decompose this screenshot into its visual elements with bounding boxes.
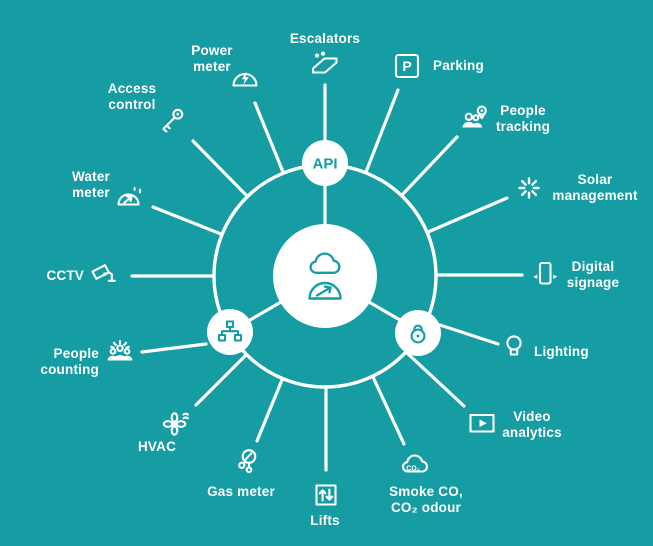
- spoke-water-meter: [151, 205, 223, 236]
- lifts-icon: [315, 484, 337, 506]
- solar-management-icon: [518, 177, 540, 199]
- api-circle: [302, 140, 348, 186]
- smoke-co-odour-icon: [403, 456, 427, 473]
- lock-hub-circle: [395, 310, 441, 356]
- digital-signage-icon: [532, 261, 559, 285]
- cctv-icon: [91, 264, 116, 282]
- access-control-icon: [162, 108, 184, 133]
- spoke-lighting: [438, 323, 500, 346]
- spoke-lines: [130, 83, 524, 472]
- water-meter-icon: [117, 185, 143, 206]
- parking-icon: [394, 53, 420, 79]
- lighting-icon: [506, 335, 522, 356]
- spoke-video-analytics: [405, 351, 466, 408]
- spoke-access-control: [191, 139, 249, 198]
- hub-link-2: [367, 300, 402, 322]
- spoke-people-counting: [140, 342, 208, 354]
- people-counting-icon: [106, 339, 134, 362]
- api-label: API: [312, 156, 337, 173]
- spoke-solar-management: [426, 196, 509, 234]
- video-analytics-icon: [469, 413, 495, 433]
- hvac-icon: [162, 412, 189, 436]
- gas-meter-icon: [238, 449, 257, 474]
- center-hub-circle: [273, 224, 377, 328]
- spoke-power-meter: [253, 101, 285, 174]
- gauge-icon: [308, 281, 342, 300]
- spoke-gas-meter: [255, 378, 284, 443]
- escalators-icon: [311, 50, 338, 74]
- spoke-smoke-co-odour: [371, 375, 406, 446]
- spoke-people-tracking: [400, 135, 459, 197]
- spoke-hvac: [194, 353, 248, 407]
- people-tracking-icon: [461, 105, 487, 129]
- power-meter-icon: [232, 70, 258, 87]
- hub-link-1: [248, 300, 283, 322]
- spoke-parking: [364, 88, 400, 174]
